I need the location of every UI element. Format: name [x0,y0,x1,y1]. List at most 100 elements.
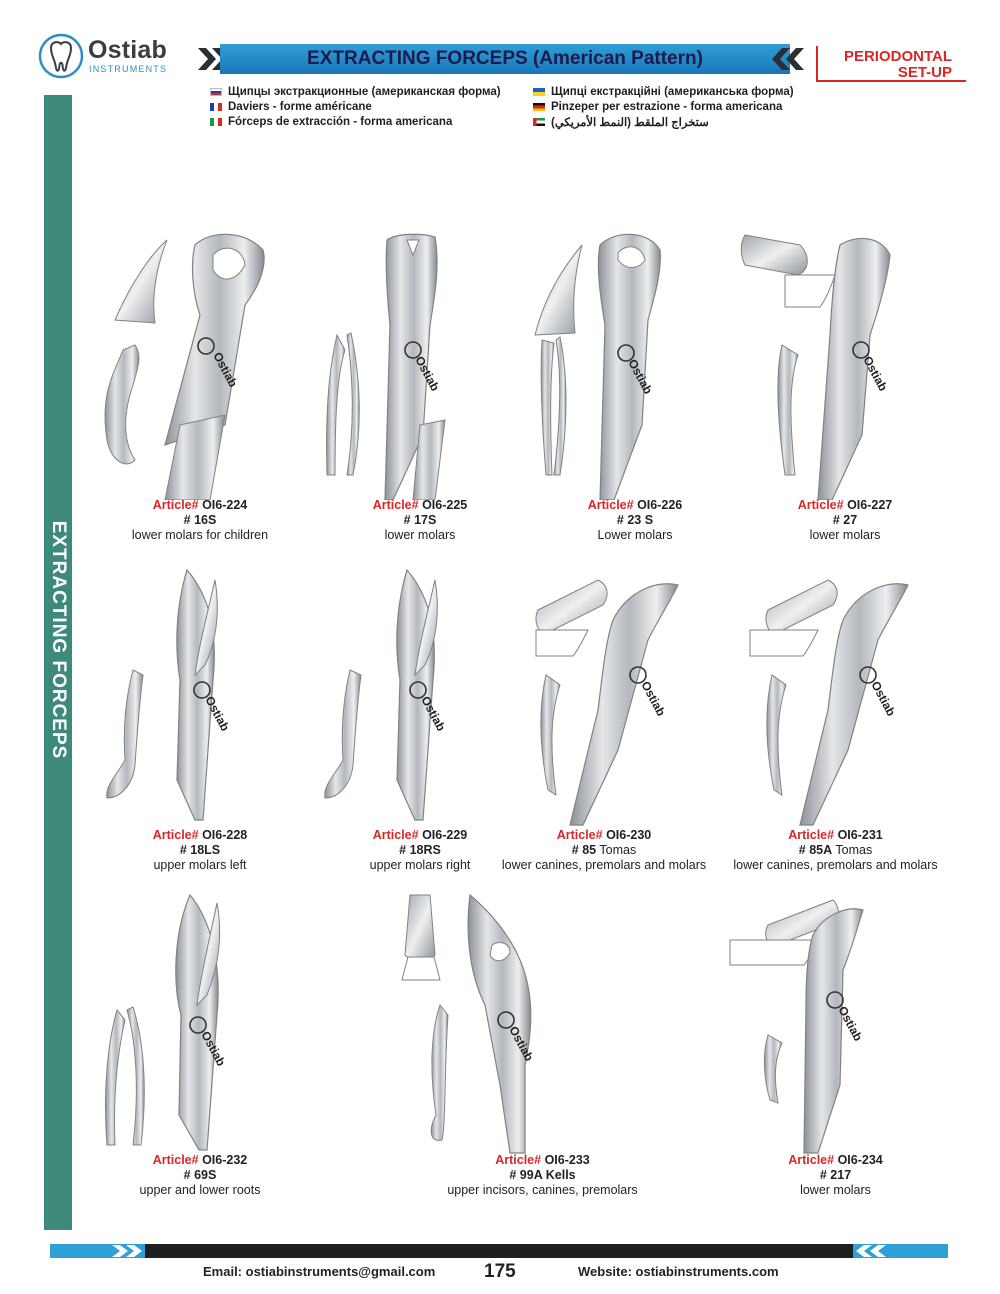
translation-text: Щипцы экстракционные (американская форма… [228,85,501,98]
product-card[interactable]: Ostiab Article# OI6-225 # 17S lower mola… [315,225,525,545]
translation-text: ستخراج الملقط (النمط الأمريكي) [551,116,709,129]
product-card[interactable]: Ostiab Article# OI6-234 # 217 lower mola… [728,885,943,1205]
product-caption: Article# OI6-234 # 217 lower molars [728,1153,943,1198]
footer-website-link[interactable]: Website: ostiabinstruments.com [578,1264,779,1279]
product-description: lower canines, premolars and molars [733,858,938,872]
forceps-image: Ostiab [106,568,232,821]
article-code: OI6-234 [837,1153,883,1167]
flag-ru-icon [210,87,222,96]
forceps-image: Ostiab [749,579,909,826]
product-card[interactable]: Ostiab Article# OI6-231 # 85A Tomas lowe… [728,560,943,880]
product-caption: Article# OI6-230 # 85 Tomas lower canine… [498,828,710,873]
article-code: OI6-228 [202,828,248,842]
product-description: lower molars [809,528,881,542]
article-label: Article# [788,1153,835,1167]
brand-subtitle: INSTRUMENTS [89,64,168,74]
product-card[interactable]: Ostiab Article# OI6-227 # 27 lower molar… [740,225,950,545]
article-label: Article# [495,1153,542,1167]
product-card[interactable]: Ostiab Article# OI6-229 # 18RS upper mol… [315,560,525,880]
brand-logo[interactable]: Ostiab INSTRUMENTS [38,30,178,84]
translation-text: Щипці екстракційні (американська форма) [551,85,794,98]
product-size: # 99A Kells [509,1168,576,1182]
translation-ua: Щипці екстракційні (американська форма) [533,84,794,99]
forceps-image: Ostiab [401,893,536,1154]
forceps-image: Ostiab [535,579,679,826]
footer-email-link[interactable]: Email: ostiabinstruments@gmail.com [203,1264,436,1279]
product-description: Lower molars [597,528,673,542]
page-number: 175 [484,1261,516,1282]
article-code: OI6-230 [606,828,652,842]
product-caption: Article# OI6-227 # 27 lower molars [740,498,950,543]
forceps-image: Ostiab [534,233,661,500]
product-size: # 17S [403,513,437,527]
product-caption: Article# OI6-229 # 18RS upper molars rig… [315,828,525,873]
forceps-image: Ostiab [104,893,228,1151]
article-code: OI6-225 [422,498,468,512]
product-caption: Article# OI6-228 # 18LS upper molars lef… [95,828,305,873]
product-caption: Article# OI6-226 # 23 S Lower molars [530,498,740,543]
product-card[interactable]: Ostiab Article# OI6-224 # 16S lower mola… [95,225,305,545]
product-size-suffix: Tomas [596,843,637,857]
section-sidebar-label-wrap: EXTRACTING FORCEPS [44,95,72,1230]
article-label: Article# [372,828,419,842]
product-size: # 69S [183,1168,217,1182]
product-caption: Article# OI6-225 # 17S lower molars [315,498,525,543]
article-code: OI6-231 [837,828,883,842]
product-size: # 217 [819,1168,852,1182]
flag-it-icon [210,117,222,126]
brand-name: Ostiab [88,36,167,64]
article-label: Article# [152,828,199,842]
product-description: upper and lower roots [139,1183,261,1197]
product-size: # 85A [798,843,833,857]
forceps-image: Ostiab [324,568,448,821]
tooth-logo-icon [38,33,84,79]
chevron-right-decor-icon [772,48,804,70]
article-label: Article# [372,498,419,512]
product-size: # 16S [183,513,217,527]
category-line-1: PERIODONTAL [843,48,952,65]
translation-ru: Щипцы экстракционные (американская форма… [210,84,501,99]
product-card[interactable]: Ostiab Article# OI6-232 # 69S upper and … [95,885,305,1205]
forceps-image: Ostiab [740,234,891,500]
page-title-bar: EXTRACTING FORCEPS (American Pattern) [220,44,790,74]
engraving-text: Ostiab [638,679,668,719]
article-label: Article# [587,498,634,512]
article-label: Article# [152,1153,199,1167]
translation-text: Pinzeper per estrazione - forma american… [551,100,783,113]
product-description: upper incisors, canines, premolars [447,1183,638,1197]
product-card[interactable]: Ostiab Article# OI6-226 # 23 S Lower mol… [530,225,740,545]
product-caption: Article# OI6-233 # 99A Kells upper incis… [400,1153,685,1198]
article-label: Article# [152,498,199,512]
forceps-image: Ostiab [104,233,265,500]
translation-ae: ستخراج الملقط (النمط الأمريكي) [533,114,709,129]
product-caption: Article# OI6-224 # 16S lower molars for … [95,498,305,543]
translation-it: Fórceps de extracción - forma americana [210,114,452,129]
category-line-2: SET-UP [897,64,952,81]
article-code: OI6-224 [202,498,248,512]
product-size: # 27 [832,513,858,527]
forceps-image: Ostiab [729,899,865,1154]
article-code: OI6-229 [422,828,468,842]
article-code: OI6-232 [202,1153,248,1167]
section-sidebar [44,95,72,1230]
product-size: # 18LS [179,843,221,857]
flag-de-icon [533,102,545,111]
footer-divider [50,1244,948,1258]
product-card[interactable]: Ostiab Article# OI6-233 # 99A Kells uppe… [400,885,685,1205]
product-description: upper molars right [369,858,471,872]
product-description: upper molars left [153,858,247,872]
product-description: lower molars [800,1183,871,1197]
product-card[interactable]: Ostiab Article# OI6-228 # 18LS upper mol… [95,560,305,880]
translation-fr: Daviers - forme américane [210,99,372,114]
product-description: lower molars for children [131,528,269,542]
product-caption: Article# OI6-232 # 69S upper and lower r… [95,1153,305,1198]
article-label: Article# [556,828,603,842]
section-sidebar-label: EXTRACTING FORCEPS [48,520,69,760]
product-card[interactable]: Ostiab Article# OI6-230 # 85 Tomas lower… [498,560,710,880]
article-code: OI6-226 [637,498,683,512]
engraving-text: Ostiab [868,679,898,719]
translation-text: Fórceps de extracción - forma americana [228,115,453,128]
flag-ua-icon [533,87,545,96]
product-size: # 23 S [616,513,654,527]
article-code: OI6-233 [544,1153,590,1167]
